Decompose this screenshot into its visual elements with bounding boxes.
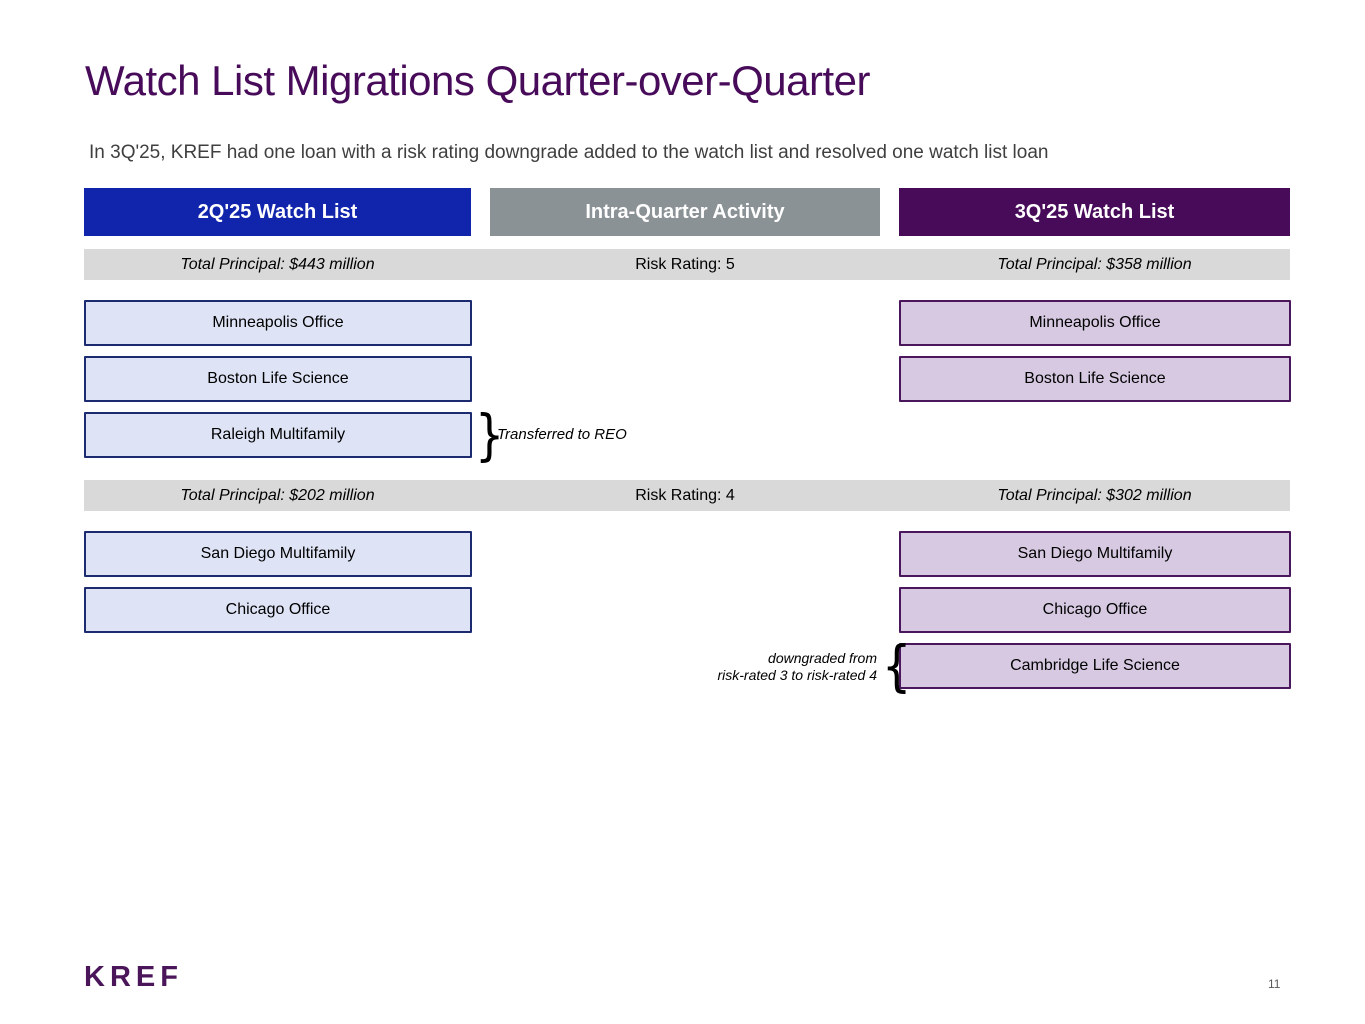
loan-box-3q25-minneapolis-office: Minneapolis Office	[899, 300, 1291, 346]
loan-box-3q25-cambridge-life-science: Cambridge Life Science	[899, 643, 1291, 689]
subtitle: In 3Q'25, KREF had one loan with a risk …	[89, 142, 1049, 163]
loan-box-2q25-san-diego-multifamily: San Diego Multifamily	[84, 531, 472, 577]
risk-rating-4-label: Risk Rating: 4	[635, 486, 735, 504]
loan-box-3q25-san-diego-multifamily: San Diego Multifamily	[899, 531, 1291, 577]
downgraded-note-line2: risk-rated 3 to risk-rated 4	[717, 667, 878, 683]
total-principal-2q25-rr4: Total Principal: $202 million	[180, 486, 375, 504]
total-principal-3q25-rr5: Total Principal: $358 million	[997, 255, 1192, 273]
total-principal-2q25-rr5: Total Principal: $443 million	[180, 255, 375, 273]
downgraded-note: downgraded from risk-rated 3 to risk-rat…	[600, 650, 878, 684]
risk-rating-5-label: Risk Rating: 5	[635, 255, 735, 273]
page-title: Watch List Migrations Quarter-over-Quart…	[85, 57, 871, 104]
loan-box-2q25-chicago-office: Chicago Office	[84, 587, 472, 633]
downgraded-note-line1: downgraded from	[768, 650, 877, 666]
left-brace: {	[882, 633, 912, 699]
risk-rating-4-strip: Total Principal: $202 million Risk Ratin…	[84, 480, 1290, 511]
loan-box-2q25-boston-life-science: Boston Life Science	[84, 356, 472, 402]
column-header-2q25-watch-list: 2Q'25 Watch List	[84, 188, 471, 236]
loan-box-2q25-minneapolis-office: Minneapolis Office	[84, 300, 472, 346]
total-principal-3q25-rr4: Total Principal: $302 million	[997, 486, 1192, 504]
column-header-intra-quarter-activity: Intra-Quarter Activity	[490, 188, 880, 236]
column-header-3q25-watch-list: 3Q'25 Watch List	[899, 188, 1290, 236]
loan-box-3q25-chicago-office: Chicago Office	[899, 587, 1291, 633]
loan-box-3q25-boston-life-science: Boston Life Science	[899, 356, 1291, 402]
page-number: 11	[1268, 977, 1281, 991]
kref-logo: KREF	[84, 961, 183, 993]
transferred-to-reo-note: Transferred to REO	[497, 426, 627, 443]
right-brace: }	[475, 402, 505, 468]
risk-rating-5-strip: Total Principal: $443 million Risk Ratin…	[84, 249, 1290, 280]
loan-box-2q25-raleigh-multifamily: Raleigh Multifamily	[84, 412, 472, 458]
